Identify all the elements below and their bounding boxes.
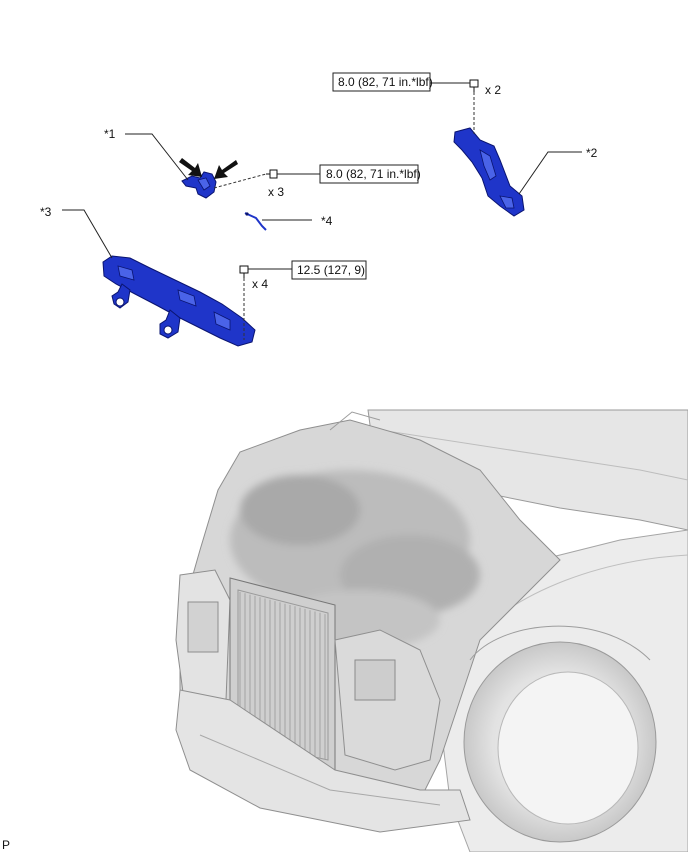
bolt-icon [266, 169, 278, 179]
callout-3: *3 [40, 205, 52, 219]
callout-1: *1 [104, 127, 116, 141]
bolt-icon [469, 79, 479, 92]
callout-4: *4 [321, 214, 333, 228]
torque-label-part-1: 8.0 (82, 71 in.*lbf) [326, 167, 421, 181]
torque-label-part-3: 12.5 (127, 9) [297, 263, 365, 277]
quantity-label-part-1: x 3 [268, 185, 284, 199]
torque-label-part-2: 8.0 (82, 71 in.*lbf) [338, 75, 433, 89]
front-tire [463, 625, 657, 843]
vehicle-front-illustration [175, 409, 688, 852]
part-3-cross-member [102, 255, 256, 347]
figure-code: P [2, 838, 10, 852]
callout-2: *2 [586, 146, 598, 160]
part-4-wire [244, 212, 267, 231]
quantity-label-part-3: x 4 [252, 277, 268, 291]
part-1-bracket [181, 171, 217, 199]
arrow-down-right-icon [179, 158, 202, 177]
quantity-label-part-2: x 2 [485, 83, 501, 97]
bolt-icon [239, 265, 249, 278]
arrow-down-left-icon [214, 160, 238, 179]
part-2-bracket [453, 127, 525, 217]
